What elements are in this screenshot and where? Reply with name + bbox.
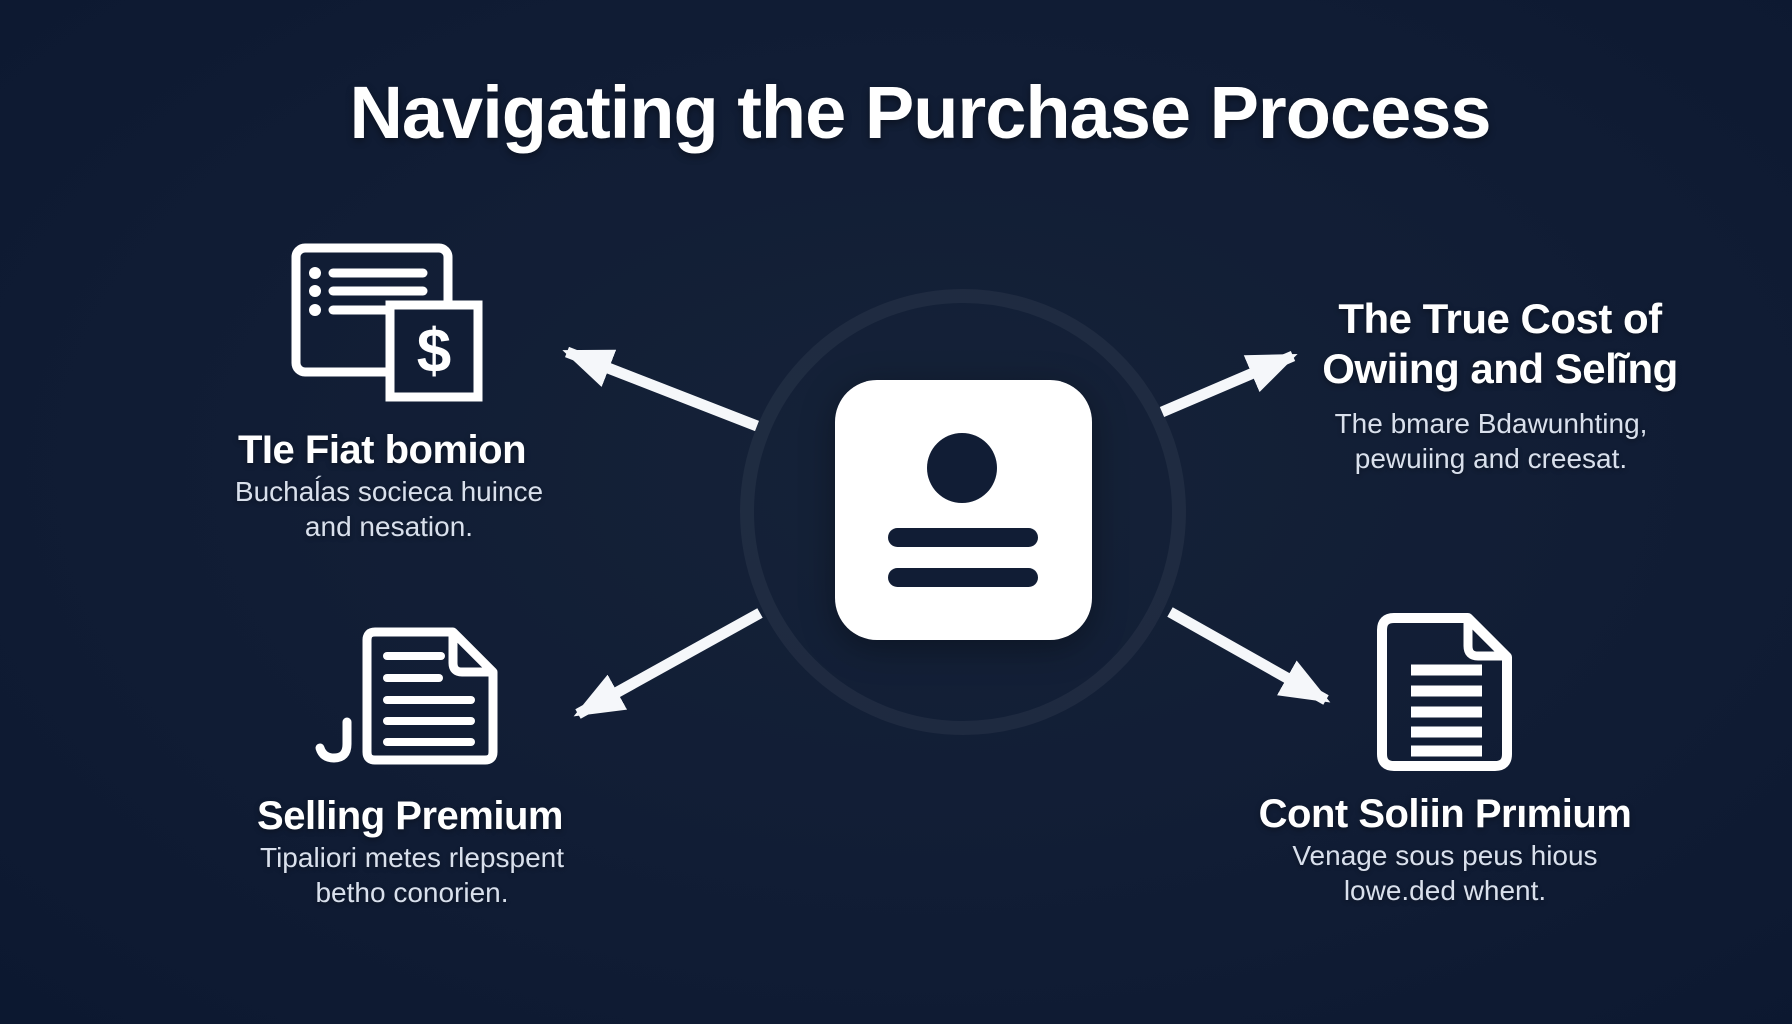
bottom-right-description-line2: lowe.ded whent. (1343, 875, 1547, 906)
bottom-left-description-line1: Tipaliori metes rlepspent (260, 842, 564, 873)
bottom-right-heading: Cont Soliin Prımium (1258, 792, 1632, 836)
bottom-left-description: Tipaliori metes rlepspent betho conorien… (260, 840, 564, 910)
profile-card-icon (835, 380, 1092, 640)
bottom-right-description-line1: Venage sous peus hious (1292, 840, 1598, 871)
text-bar-1 (888, 528, 1038, 547)
top-right-heading-line2: Owiing and Selĩng (1322, 345, 1678, 392)
decorative-ring (740, 289, 1186, 735)
top-right-description-line1: The bmare Bdawunhting, (1334, 408, 1648, 439)
top-left-description-line1: Buchaĺas socieca huince (234, 476, 544, 507)
report-document-icon (1377, 613, 1512, 771)
bottom-left-description-line2: betho conorien. (315, 877, 509, 908)
top-left-description: Buchaĺas socieca huince and nesation. (235, 474, 543, 544)
top-right-heading-line1: The True Cost of (1338, 295, 1662, 342)
arrow-bottom-right (1167, 607, 1331, 705)
top-left-heading: TIe Fiat bomion (237, 428, 527, 472)
arrow-bottom-left (573, 608, 763, 719)
arrow-top-left (562, 346, 759, 432)
top-left-description-line2: and nesation. (304, 511, 474, 542)
arrow-top-right (1159, 350, 1298, 418)
contract-document-icon (315, 627, 498, 765)
top-right-heading: The True Cost of Owiing and Selĩng (1322, 294, 1678, 394)
top-right-description-line2: pewuiing and creesat. (1354, 443, 1628, 474)
dollar-sign-glyph: $ (417, 317, 451, 386)
billing-list-icon: $ (291, 243, 483, 402)
top-right-description: The bmare Bdawunhting, pewuiing and cree… (1335, 406, 1648, 476)
page-title: Navigating the Purchase Process (349, 71, 1491, 154)
person-head (927, 433, 997, 503)
bottom-left-heading: Selling Premium (257, 794, 563, 838)
bottom-right-description: Venage sous peus hious lowe.ded whent. (1292, 838, 1597, 908)
text-bar-2 (888, 568, 1038, 587)
j-mark (315, 717, 352, 763)
